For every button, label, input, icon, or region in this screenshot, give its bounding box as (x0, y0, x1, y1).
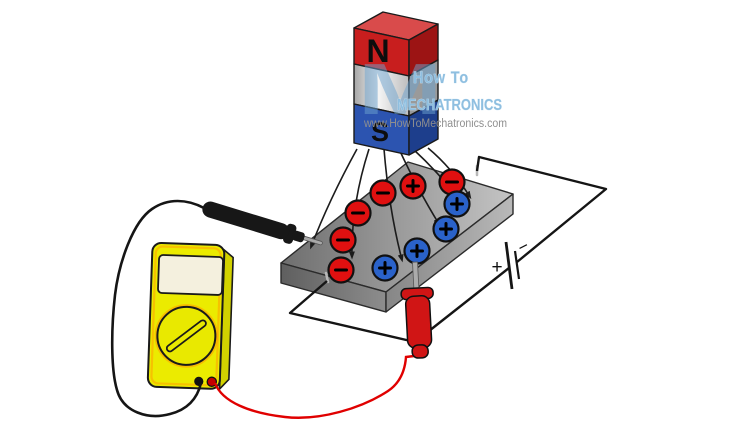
watermark-brand-line2: MECHATRONICS (397, 97, 502, 114)
charges-layer (327, 168, 471, 284)
red-test-lead (213, 354, 415, 419)
circuit-wire-bottom (288, 267, 510, 344)
magnet-north-label: N (366, 33, 389, 69)
black-probe (202, 201, 323, 246)
watermark-brand-line1: How To (413, 68, 469, 87)
multimeter (146, 241, 234, 392)
bar-magnet: N S (353, 11, 439, 156)
red-probe-body (404, 295, 433, 349)
negative-charge (344, 199, 372, 227)
positive-charge (403, 237, 431, 265)
red-probe-taper (411, 344, 429, 359)
black-probe-body (202, 201, 290, 240)
battery-positive-plate (504, 241, 514, 290)
watermark-url: www.HowToMechatronics.com (363, 118, 507, 130)
black-probe-neck (291, 230, 305, 243)
circuit-wire-top (475, 155, 608, 263)
positive-charge (443, 190, 471, 218)
battery-plus-label: + (491, 257, 502, 278)
multimeter-dial-pointer (167, 321, 206, 351)
red-probe (400, 261, 434, 359)
multimeter-body-glow (150, 245, 222, 387)
red-positive-charge (399, 172, 427, 200)
battery-negative-plate (513, 250, 521, 280)
magnet-south-side (408, 99, 439, 156)
circuit-wires (288, 155, 608, 344)
watermark: M How To MECHATRONICS www.HowToMechatron… (358, 50, 507, 130)
negative-charge (327, 256, 355, 284)
black-test-lead (110, 199, 205, 418)
negative-charge (369, 179, 397, 207)
watermark-logo-m: M (358, 50, 442, 130)
contact-pin-left (324, 271, 330, 284)
multimeter-positive-terminal (206, 376, 218, 388)
multimeter-dial-glow (154, 304, 219, 368)
field-line (310, 148, 358, 250)
negative-charge (438, 168, 466, 196)
negative-charge (329, 226, 357, 254)
positive-charge (432, 215, 460, 243)
positive-charge (371, 254, 399, 282)
field-line (383, 148, 404, 263)
magnet-south-label: S (371, 117, 389, 147)
multimeter-display (157, 254, 224, 296)
